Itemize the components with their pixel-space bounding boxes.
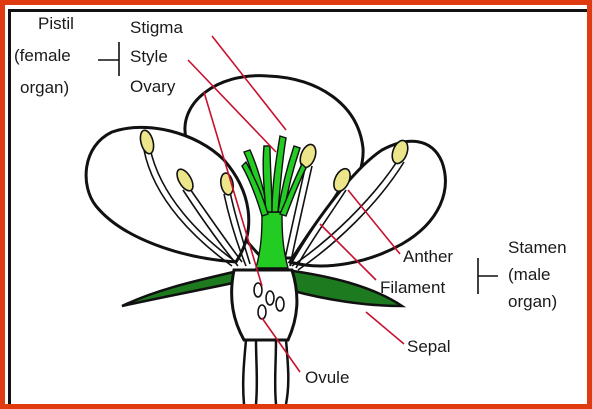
left-sepal [122, 270, 242, 306]
ovule-4 [258, 305, 266, 319]
pistil-label-line2: (female [14, 46, 71, 65]
pistil-label-line1: Pistil [38, 14, 74, 33]
pistil-bracket [98, 42, 119, 76]
ovary-cup [232, 270, 297, 340]
style-label: Style [130, 47, 168, 66]
stamen-label-line2: (male [508, 265, 551, 284]
sepal-label: Sepal [407, 337, 450, 356]
stigma-label: Stigma [130, 18, 183, 37]
pistil-label-line3: organ) [20, 78, 69, 97]
ovule-2 [266, 291, 274, 305]
stem [243, 340, 288, 404]
stamen-label-line3: organ) [508, 292, 557, 311]
flower-diagram: Pistil (female organ) Stigma Style Ovary… [5, 5, 587, 404]
ovary-label: Ovary [130, 77, 176, 96]
sepal-pointer [366, 312, 404, 344]
ovule-1 [254, 283, 262, 297]
ovule-label: Ovule [305, 368, 349, 387]
stamen-bracket [478, 258, 498, 294]
ovule-3 [276, 297, 284, 311]
anther-label: Anther [403, 247, 453, 266]
stamen-label-line1: Stamen [508, 238, 567, 257]
filament-label: Filament [380, 278, 445, 297]
